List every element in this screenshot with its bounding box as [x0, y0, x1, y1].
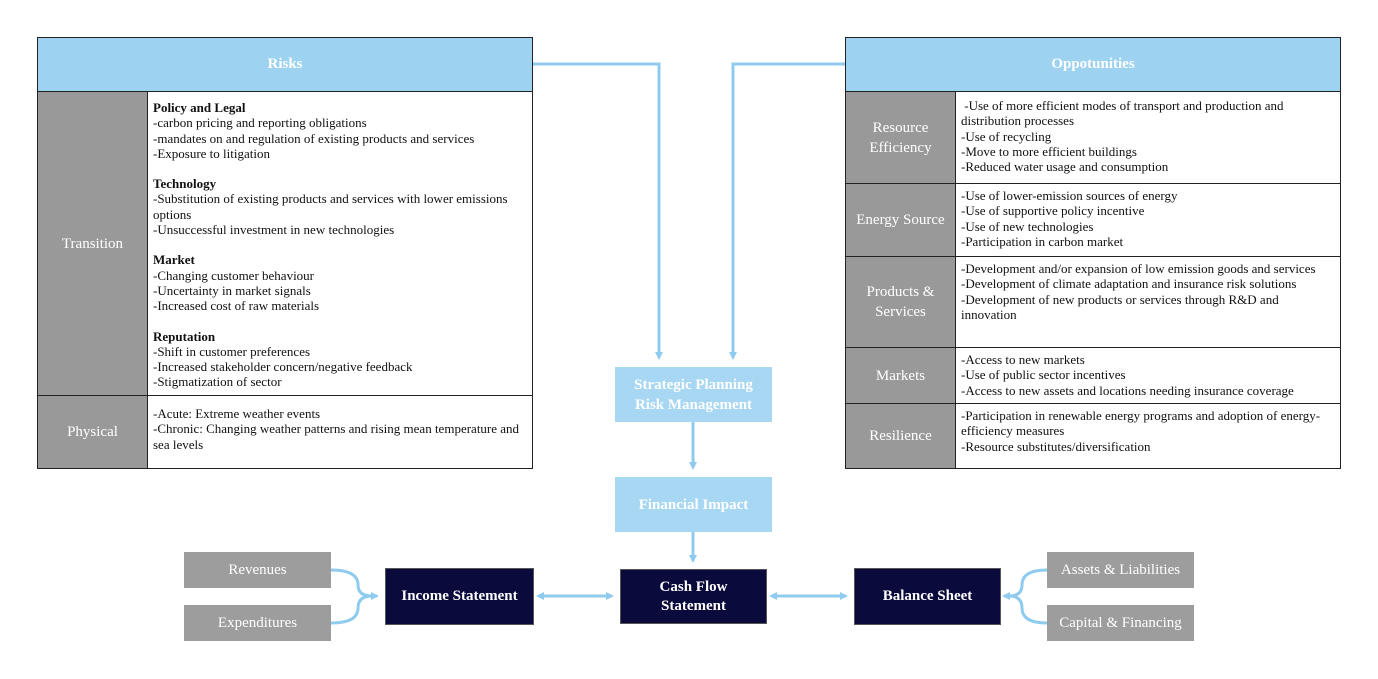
opportunity-item: -Access to new markets [961, 352, 1085, 367]
income-statement-label: Income Statement [401, 588, 518, 604]
risk-item: -Chronic: Changing weather patterns and … [153, 421, 520, 452]
capital-financing-label: Capital & Financing [1059, 614, 1182, 631]
cash-flow-statement-box: Cash Flow Statement [620, 569, 767, 624]
opportunity-item: -Reduced water usage and consumption [961, 159, 1169, 175]
group-heading: Policy and Legal [153, 100, 246, 115]
risk-item: -Stigmatization of sector [153, 374, 282, 390]
risk-management-label: Risk Management [634, 396, 753, 413]
group-heading: Technology [153, 176, 217, 192]
risk-item: -Exposure to litigation [153, 145, 270, 161]
energy-source-category: Energy Source [845, 183, 956, 257]
expenditures-label: Expenditures [217, 614, 298, 631]
opportunity-item: -Use of supportive policy incentive [961, 203, 1145, 219]
expenditures-box: Expenditures [184, 605, 331, 641]
products-services-cell: -Development and/or expansion of low emi… [955, 256, 1341, 348]
risk-item: -Unsuccessful investment in new technolo… [153, 222, 395, 238]
risk-item: -mandates on and regulation of existing … [153, 130, 475, 146]
opportunities-title: Oppotunities [1051, 56, 1135, 72]
risk-item: -Increased cost of raw materials [153, 298, 320, 314]
risks-title: Risks [267, 56, 303, 72]
physical-category: Physical [37, 395, 148, 469]
capital-financing-box: Capital & Financing [1047, 605, 1194, 641]
physical-label: Physical [67, 424, 118, 440]
financial-impact-label: Financial Impact [638, 496, 749, 513]
policy-legal-group: Policy and Legal -carbon pricing and rep… [153, 100, 527, 161]
category-label: Resilience [869, 428, 932, 444]
resource-efficiency-cell: -Use of more efficient modes of transpor… [955, 91, 1341, 184]
opportunity-item: -Use of public sector incentives [961, 367, 1126, 383]
resilience-cell: -Participation in renewable energy progr… [955, 403, 1341, 469]
category-label: Resource Efficiency [869, 119, 932, 156]
transition-risks-cell: Policy and Legal -carbon pricing and rep… [147, 91, 533, 396]
balance-sheet-box: Balance Sheet [854, 568, 1001, 625]
resilience-category: Resilience [845, 403, 956, 469]
risks-to-strategic-arrow [533, 62, 663, 360]
market-group: Market -Changing customer behaviour -Unc… [153, 252, 527, 313]
opportunity-item: -Development of climate adaptation and i… [961, 276, 1297, 292]
strategic-planning-label: Strategic Planning [634, 376, 753, 393]
revenues-box: Revenues [184, 552, 331, 588]
risk-item: -Increased stakeholder concern/negative … [153, 359, 413, 375]
category-label: Products & Services [866, 284, 935, 320]
statement-label: Statement [661, 597, 726, 614]
strategic-planning-box: Strategic Planning Risk Management [615, 367, 772, 422]
balance-sheet-label: Balance Sheet [882, 588, 973, 604]
financial-impact-box: Financial Impact [615, 477, 772, 532]
left-brace [330, 568, 373, 625]
risk-item: -carbon pricing and reporting obligation… [153, 115, 367, 131]
category-label: Energy Source [856, 212, 945, 228]
opportunity-item: -Use of lower-emission sources of energy [961, 188, 1178, 203]
opportunity-item: -Move to more efficient buildings [961, 143, 1137, 159]
opportunity-item: -Development of new products or services… [961, 291, 1279, 322]
opportunity-item: -Participation in carbon market [961, 233, 1124, 249]
risk-item: -Shift in customer preferences [153, 343, 311, 359]
opportunity-item: -Participation in renewable energy progr… [961, 408, 1321, 439]
opportunity-item: -Use of recycling [961, 128, 1052, 144]
opportunity-item: -Access to new assets and locations need… [961, 382, 1294, 398]
resource-efficiency-category: Resource Efficiency [845, 91, 956, 184]
reputation-group: Reputation -Shift in customer preference… [153, 329, 527, 390]
transition-label: Transition [61, 235, 124, 252]
income-statement-box: Income Statement [385, 568, 534, 625]
revenues-label: Revenues [228, 561, 287, 578]
group-heading: Reputation [153, 328, 216, 344]
opportunity-item: -Use of more efficient modes of transpor… [961, 98, 1287, 129]
risk-item: -Uncertainty in market signals [153, 282, 311, 298]
risk-item: -Acute: Extreme weather events [153, 406, 321, 421]
markets-category: Markets [845, 347, 956, 404]
markets-cell: -Access to new markets -Use of public se… [955, 347, 1341, 404]
assets-liabilities-label: Assets & Liabilities [1060, 561, 1181, 578]
risks-header: Risks [37, 37, 533, 92]
right-brace [1008, 568, 1048, 625]
risk-item: -Changing customer behaviour [153, 267, 315, 283]
cash-flow-label: Cash Flow [659, 578, 728, 595]
opportunity-item: -Use of new technologies [961, 218, 1094, 234]
group-heading: Market [153, 252, 195, 268]
opportunities-header: Oppotunities [845, 37, 1341, 92]
transition-category: Transition [37, 91, 148, 396]
physical-risks-cell: -Acute: Extreme weather events -Chronic:… [147, 395, 533, 469]
technology-group: Technology -Substitution of existing pro… [153, 176, 527, 237]
risk-item: -Substitution of existing products and s… [153, 191, 508, 222]
products-services-category: Products & Services [845, 256, 956, 348]
opportunity-item: -Resource substitutes/diversification [961, 438, 1151, 454]
category-label: Markets [875, 367, 926, 384]
opportunities-to-strategic-arrow [729, 62, 845, 360]
assets-liabilities-box: Assets & Liabilities [1047, 552, 1194, 588]
energy-source-cell: -Use of lower-emission sources of energy… [955, 183, 1341, 257]
opportunity-item: -Development and/or expansion of low emi… [961, 261, 1316, 276]
